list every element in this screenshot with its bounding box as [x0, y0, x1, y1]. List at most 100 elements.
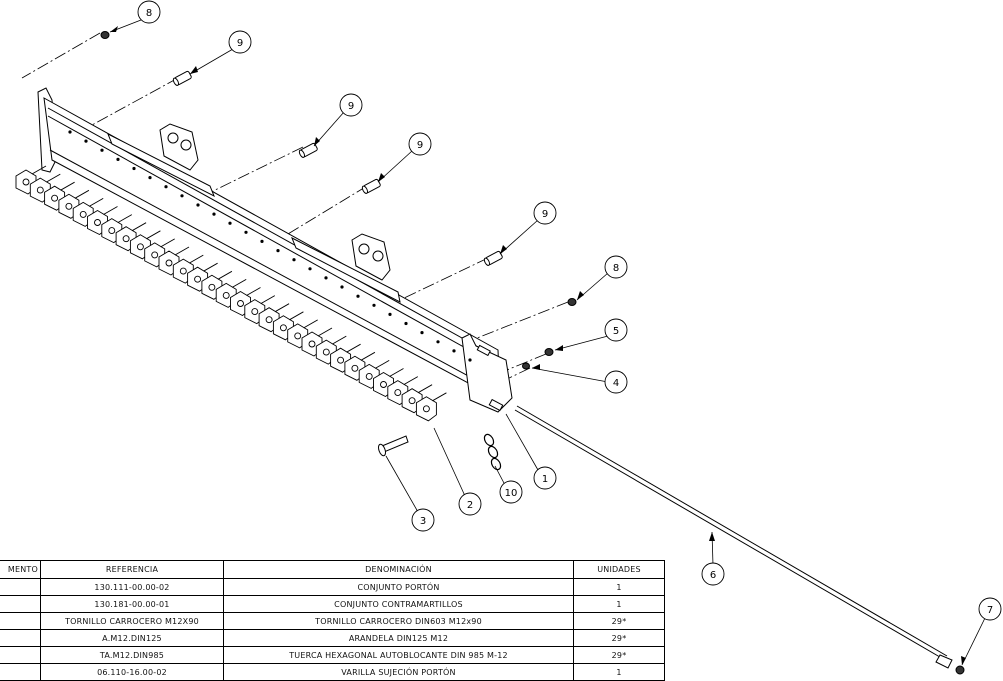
- cell-units: 1: [573, 595, 665, 613]
- gate-frame: [37, 87, 513, 413]
- cell-denomination: ARANDELA DIN125 M12: [223, 629, 574, 647]
- balloon-label: 9: [237, 38, 243, 49]
- beam-hole: [436, 340, 440, 344]
- cell-denomination: CONJUNTO PORTÓN: [223, 578, 574, 596]
- leader-lines: [109, 19, 986, 666]
- bom-row: 06.110-16.00-02 VARILLA SUJECIÓN PORTÓN …: [0, 663, 665, 681]
- counter-hammers: [15, 165, 447, 422]
- beam-hole: [244, 230, 248, 234]
- beam-hole: [260, 239, 264, 243]
- beam-hole: [100, 148, 104, 152]
- balloon-4: 4: [604, 370, 628, 394]
- cell-element: [0, 646, 41, 664]
- cell-element: [0, 629, 41, 647]
- header-reference: REFERENCIA: [40, 560, 224, 579]
- cell-reference: 130.111-00.00-02: [40, 578, 224, 596]
- balloon-1: 1: [533, 466, 557, 490]
- header-units: UNIDADES: [573, 560, 665, 579]
- beam-hole: [116, 157, 120, 161]
- balloon-label: 8: [613, 263, 619, 274]
- balloon-label: 7: [987, 605, 993, 616]
- beam-hole: [68, 130, 72, 134]
- beam-hole: [228, 221, 232, 225]
- cell-element: [0, 578, 41, 596]
- cell-reference: 130.181-00.00-01: [40, 595, 224, 613]
- balloon-10: 10: [499, 480, 523, 504]
- header-denomination: DENOMINACIÓN: [223, 560, 574, 579]
- beam-hole: [468, 358, 472, 362]
- support-rod: [514, 405, 953, 669]
- balloon-9-c: 9: [408, 132, 432, 156]
- beam-hole: [196, 203, 200, 207]
- cell-units: 1: [573, 578, 665, 596]
- beam-hole: [420, 331, 424, 335]
- beam-hole: [212, 212, 216, 216]
- cell-element: [0, 663, 41, 681]
- beam-hole: [340, 285, 344, 289]
- counter-hammer: [415, 392, 447, 422]
- hinge-brackets: [107, 123, 401, 303]
- bom-row: A.M12.DIN125 ARANDELA DIN125 M12 29*: [0, 629, 665, 647]
- cell-reference: 06.110-16.00-02: [40, 663, 224, 681]
- beam-hole: [356, 294, 360, 298]
- cell-element: [0, 612, 41, 630]
- beam-hole: [404, 321, 408, 326]
- balloon-6: 6: [701, 562, 725, 586]
- cell-denomination: CONJUNTO CONTRAMARTILLOS: [223, 595, 574, 613]
- balloon-label: 8: [146, 8, 152, 19]
- balloon-label: 2: [467, 500, 473, 511]
- balloon-8-right: 8: [604, 255, 628, 279]
- beam-hole: [452, 349, 456, 353]
- cell-units: 29*: [573, 646, 665, 664]
- bom-row: TORNILLO CARROCERO M12X90 TORNILLO CARRO…: [0, 612, 665, 630]
- cell-element: [0, 595, 41, 613]
- balloon-9-b: 9: [339, 93, 363, 117]
- cell-denomination: TORNILLO CARROCERO DIN603 M12x90: [223, 612, 574, 630]
- balloon-2: 2: [458, 492, 482, 516]
- beam-hole: [388, 312, 392, 316]
- cell-reference: A.M12.DIN125: [40, 629, 224, 647]
- bom-row: 130.181-00.00-01 CONJUNTO CONTRAMARTILLO…: [0, 595, 665, 613]
- balloon-5: 5: [604, 318, 628, 342]
- balloon-label: 4: [613, 378, 619, 389]
- beam-hole: [292, 258, 296, 262]
- balloon-label: 10: [505, 488, 518, 499]
- balloon-label: 9: [348, 101, 354, 112]
- cell-units: 29*: [573, 612, 665, 630]
- header-element: MENTO: [0, 560, 41, 579]
- bill-of-materials-table: MENTO REFERENCIA DENOMINACIÓN UNIDADES 1…: [0, 560, 665, 681]
- balloon-9-d: 9: [533, 201, 557, 225]
- balloon-label: 9: [542, 209, 548, 220]
- balloon-7: 7: [978, 597, 1002, 621]
- balloon-label: 6: [710, 570, 716, 581]
- small-hardware: [100, 31, 965, 675]
- carriage-bolt: [378, 435, 409, 457]
- beam-hole: [276, 249, 280, 253]
- beam-hole: [180, 194, 184, 198]
- balloon-9-a: 9: [228, 30, 252, 54]
- bom-row: 130.111-00.00-02 CONJUNTO PORTÓN 1: [0, 578, 665, 596]
- balloon-8-top: 8: [137, 0, 161, 24]
- beam-hole: [372, 303, 376, 307]
- beam-holes: [68, 130, 472, 362]
- bom-header-row: MENTO REFERENCIA DENOMINACIÓN UNIDADES: [0, 560, 665, 579]
- beam-hole: [308, 267, 312, 271]
- beam-hole: [84, 139, 88, 143]
- beam-hole: [148, 176, 152, 180]
- chain: [483, 433, 502, 471]
- balloon-label: 3: [420, 516, 426, 527]
- cell-reference: TORNILLO CARROCERO M12X90: [40, 612, 224, 630]
- pins: [172, 70, 503, 266]
- leader-arrowheads: [110, 26, 966, 665]
- beam-hole: [132, 166, 136, 171]
- beam-hole: [324, 276, 328, 280]
- cell-denomination: TUERCA HEXAGONAL AUTOBLOCANTE DIN 985 M-…: [223, 646, 574, 664]
- balloon-label: 5: [613, 326, 619, 337]
- balloon-3: 3: [411, 508, 435, 532]
- cell-units: 1: [573, 663, 665, 681]
- bom-row: TA.M12.DIN985 TUERCA HEXAGONAL AUTOBLOCA…: [0, 646, 665, 664]
- cell-units: 29*: [573, 629, 665, 647]
- beam-hole: [164, 185, 168, 189]
- cell-denomination: VARILLA SUJECIÓN PORTÓN: [223, 663, 574, 681]
